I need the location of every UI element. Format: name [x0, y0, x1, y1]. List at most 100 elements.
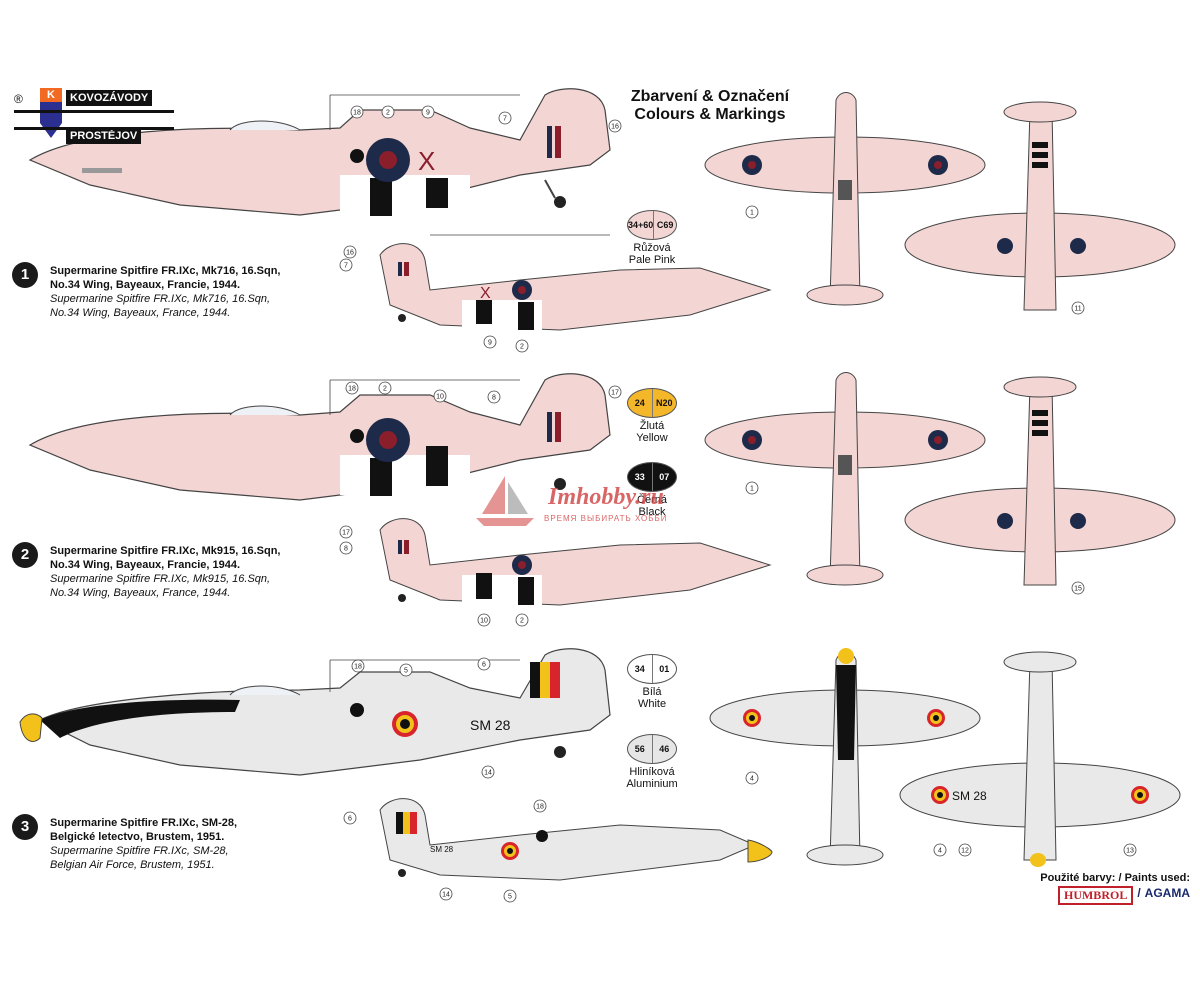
- callout-label: 15: [1074, 586, 1082, 593]
- title-en: Colours & Markings: [634, 106, 786, 123]
- callout-marker: [399, 663, 413, 677]
- callout-marker: [745, 205, 759, 219]
- callout-marker: [608, 385, 622, 399]
- callout-label: 13: [1126, 848, 1134, 855]
- callout-marker: [343, 811, 357, 825]
- logo-shield-icon: K: [40, 88, 62, 138]
- scheme-2-number: 2: [12, 542, 38, 568]
- callout-marker: [378, 381, 392, 395]
- watermark-sub: ВРЕМЯ ВЫБИРАТЬ ХОББИ: [544, 514, 668, 523]
- callout-marker: [351, 659, 365, 673]
- kovozavody-logo: ® K KOVOZÁVODY PROSTĚJOV: [14, 88, 174, 144]
- callout-label: 7: [344, 263, 348, 270]
- callout-marker: [433, 389, 447, 403]
- callout-marker: [498, 111, 512, 125]
- callout-marker: [487, 390, 501, 404]
- callout-label: 18: [348, 386, 356, 393]
- spitfire-1-side-small: X: [379, 234, 772, 331]
- callout-marker: [1123, 843, 1137, 857]
- spitfire-2-bottom-view: [904, 376, 1176, 586]
- callout-label: 14: [484, 770, 492, 777]
- callout-marker: [515, 339, 529, 353]
- spitfire-2-side-large: [28, 373, 611, 501]
- watermark-text: Imhobby.ru: [548, 484, 664, 510]
- scheme-2-caption: Supermarine Spitfire FR.IXc, Mk915, 16.S…: [50, 545, 281, 599]
- callout-marker: [477, 657, 491, 671]
- page-title: Zbarvení & Označení Colours & Markings: [600, 88, 820, 124]
- callout-label: 18: [536, 804, 544, 811]
- callout-label: 17: [611, 390, 619, 397]
- spitfire-1-side-large: X: [28, 88, 611, 216]
- callout-label: 16: [611, 124, 619, 131]
- callout-marker: [345, 381, 359, 395]
- spitfire-3-side-small: SM 28: [379, 798, 773, 881]
- scheme-3-number: 3: [12, 814, 38, 840]
- spitfire-2-side-small: [379, 518, 772, 606]
- callout-label: 14: [442, 892, 450, 899]
- callout-label: 16: [346, 250, 354, 257]
- scheme-1-caption: Supermarine Spitfire FR.IXc, Mk716, 16.S…: [50, 265, 281, 319]
- callout-label: 18: [353, 110, 361, 117]
- callout-marker: [339, 258, 353, 272]
- callout-marker: [1071, 301, 1085, 315]
- callout-marker: [481, 765, 495, 779]
- imhobby-watermark: Imhobby.ru ВРЕМЯ ВЫБИРАТЬ ХОББИ: [470, 470, 740, 530]
- callout-marker: [421, 105, 435, 119]
- callout-label: 2: [520, 344, 524, 351]
- serial-sm28-small: SM 28: [430, 845, 454, 854]
- logo-line1: KOVOZÁVODY: [66, 90, 153, 106]
- callout-label: 8: [492, 395, 496, 402]
- agama-brand: AGAMA: [1144, 886, 1190, 900]
- callout-label: 17: [342, 530, 350, 537]
- spitfire-2-top-view: [704, 372, 986, 586]
- callout-marker: [608, 119, 622, 133]
- serial-sm28-large: SM 28: [470, 717, 511, 733]
- spitfire-1-bottom-view: [904, 101, 1176, 311]
- callout-label: 5: [508, 894, 512, 901]
- spitfire-1-top-view: [704, 92, 986, 306]
- registered-mark: ®: [14, 92, 23, 106]
- callout-marker: [350, 105, 364, 119]
- callout-label: 10: [436, 394, 444, 401]
- callout-label: 1: [750, 486, 754, 493]
- callout-marker: [503, 889, 517, 903]
- spitfire-3-side-large: SM 28: [19, 648, 611, 776]
- callout-marker: [515, 613, 529, 627]
- callout-marker: [533, 799, 547, 813]
- callout-label: 9: [426, 110, 430, 117]
- callout-label: 6: [482, 662, 486, 669]
- sailboat-icon: [476, 476, 534, 526]
- callout-marker: [483, 335, 497, 349]
- callout-marker: [933, 843, 947, 857]
- paints-used-label: Použité barvy: / Paints used:: [1040, 872, 1190, 884]
- callout-label: 12: [961, 848, 969, 855]
- svg-text:X: X: [418, 146, 435, 176]
- callout-marker: [477, 613, 491, 627]
- serial-sm28-wing: SM 28: [952, 789, 987, 803]
- callout-marker: [343, 245, 357, 259]
- callout-label: 18: [354, 664, 362, 671]
- callout-label: 5: [404, 668, 408, 675]
- scheme-1-number: 1: [12, 262, 38, 288]
- callout-marker: [439, 887, 453, 901]
- humbrol-brand: HUMBROL: [1057, 886, 1134, 905]
- scheme-3-caption: Supermarine Spitfire FR.IXc, SM-28,Belgi…: [50, 817, 238, 871]
- paints-used-footer: Použité barvy: / Paints used: HUMBROL / …: [1040, 872, 1190, 905]
- callout-label: 10: [480, 618, 488, 625]
- callout-label: 6: [348, 816, 352, 823]
- callout-label: 11: [1074, 306, 1081, 313]
- spitfire-3-bottom-view: SM 28: [899, 651, 1181, 867]
- callout-marker: [745, 481, 759, 495]
- callout-label: 2: [520, 618, 524, 625]
- callout-marker: [381, 105, 395, 119]
- callout-label: 2: [383, 386, 387, 393]
- logo-line2: PROSTĚJOV: [66, 128, 142, 144]
- callout-label: 1: [750, 210, 754, 217]
- callout-label: 2: [386, 110, 390, 117]
- svg-text:X: X: [480, 285, 491, 302]
